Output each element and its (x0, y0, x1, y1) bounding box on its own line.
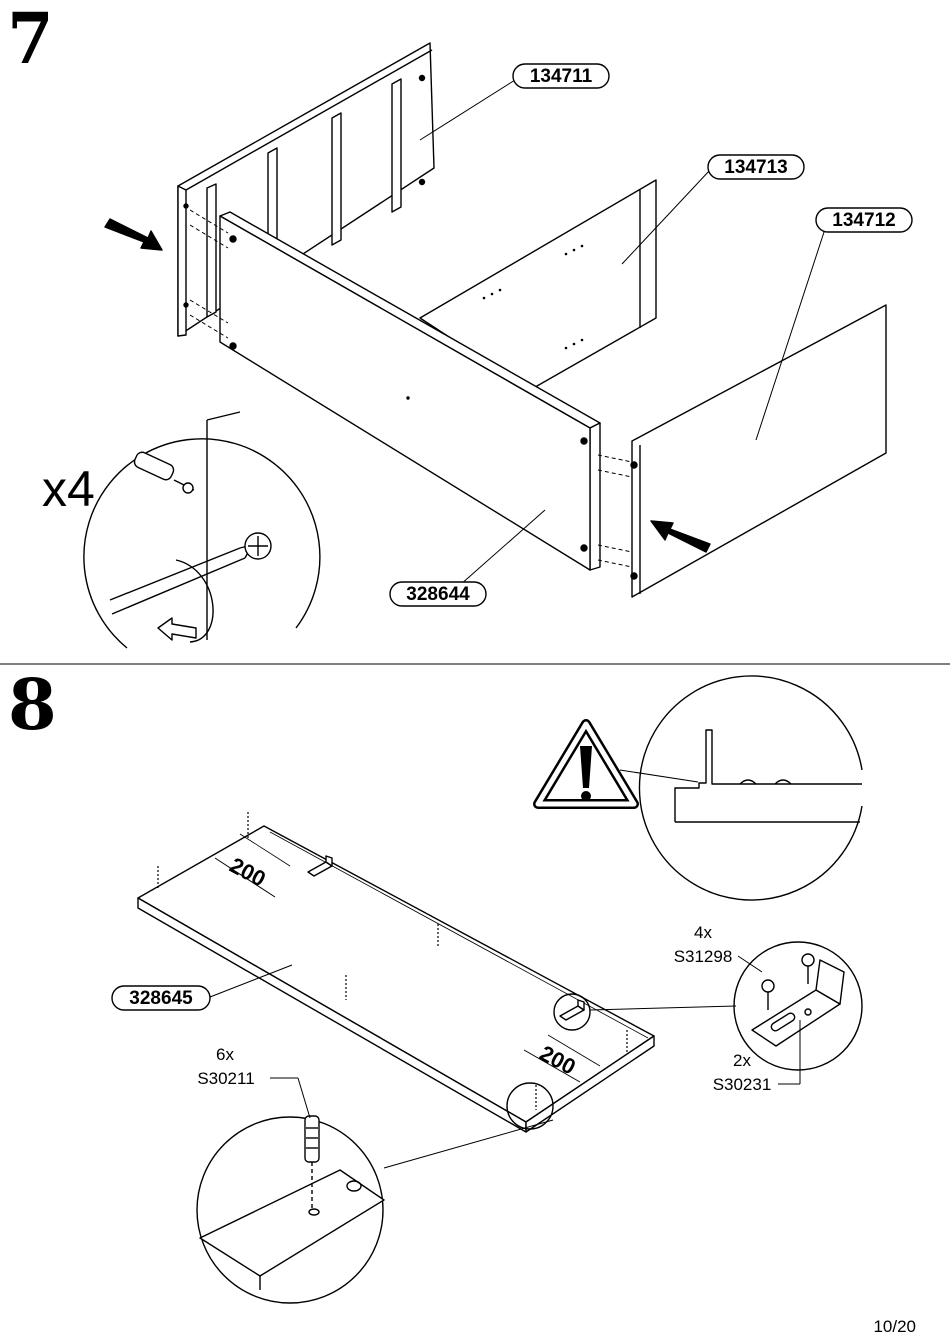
part-label-328645: 328645 (111, 964, 293, 1011)
part-label-328644: 328644 (389, 509, 546, 607)
multiplier-text: x4 (42, 461, 95, 517)
bottom-panel (137, 825, 655, 1133)
hardware-qty: 6x (216, 1045, 234, 1064)
edge-detail-circle (638, 675, 863, 901)
screw-detail-circle (83, 411, 321, 649)
svg-text:134713: 134713 (724, 157, 787, 178)
warning-icon (533, 719, 639, 809)
hardware-code: S30231 (713, 1075, 772, 1094)
step-8-number: 8 (8, 663, 57, 746)
svg-text:328645: 328645 (129, 988, 193, 1009)
bracket (307, 855, 585, 1021)
hardware-qty: 4x (694, 923, 712, 942)
part-label-134712: 134712 (755, 207, 913, 441)
part-label-134713: 134713 (621, 154, 805, 265)
bracket-detail-circle (733, 941, 863, 1071)
hardware-code: S30211 (197, 1069, 254, 1088)
arrow-icon (650, 520, 711, 553)
part-label-134711: 134711 (419, 63, 610, 141)
screwdriver-icon (109, 451, 272, 615)
svg-text:134711: 134711 (530, 66, 593, 87)
hardware-code: S31298 (674, 947, 733, 966)
dowel-detail-circle (196, 1115, 385, 1304)
page-number: 10/20 (873, 1317, 916, 1336)
front-panel (219, 211, 601, 571)
side-panel-right (630, 304, 887, 598)
svg-text:134712: 134712 (832, 210, 895, 231)
hardware-qty: 2x (733, 1051, 751, 1070)
rotate-arrow-icon (175, 559, 214, 643)
arrow-icon (104, 218, 163, 251)
svg-text:328644: 328644 (406, 584, 470, 605)
step-7-number: 7 (7, 0, 54, 80)
